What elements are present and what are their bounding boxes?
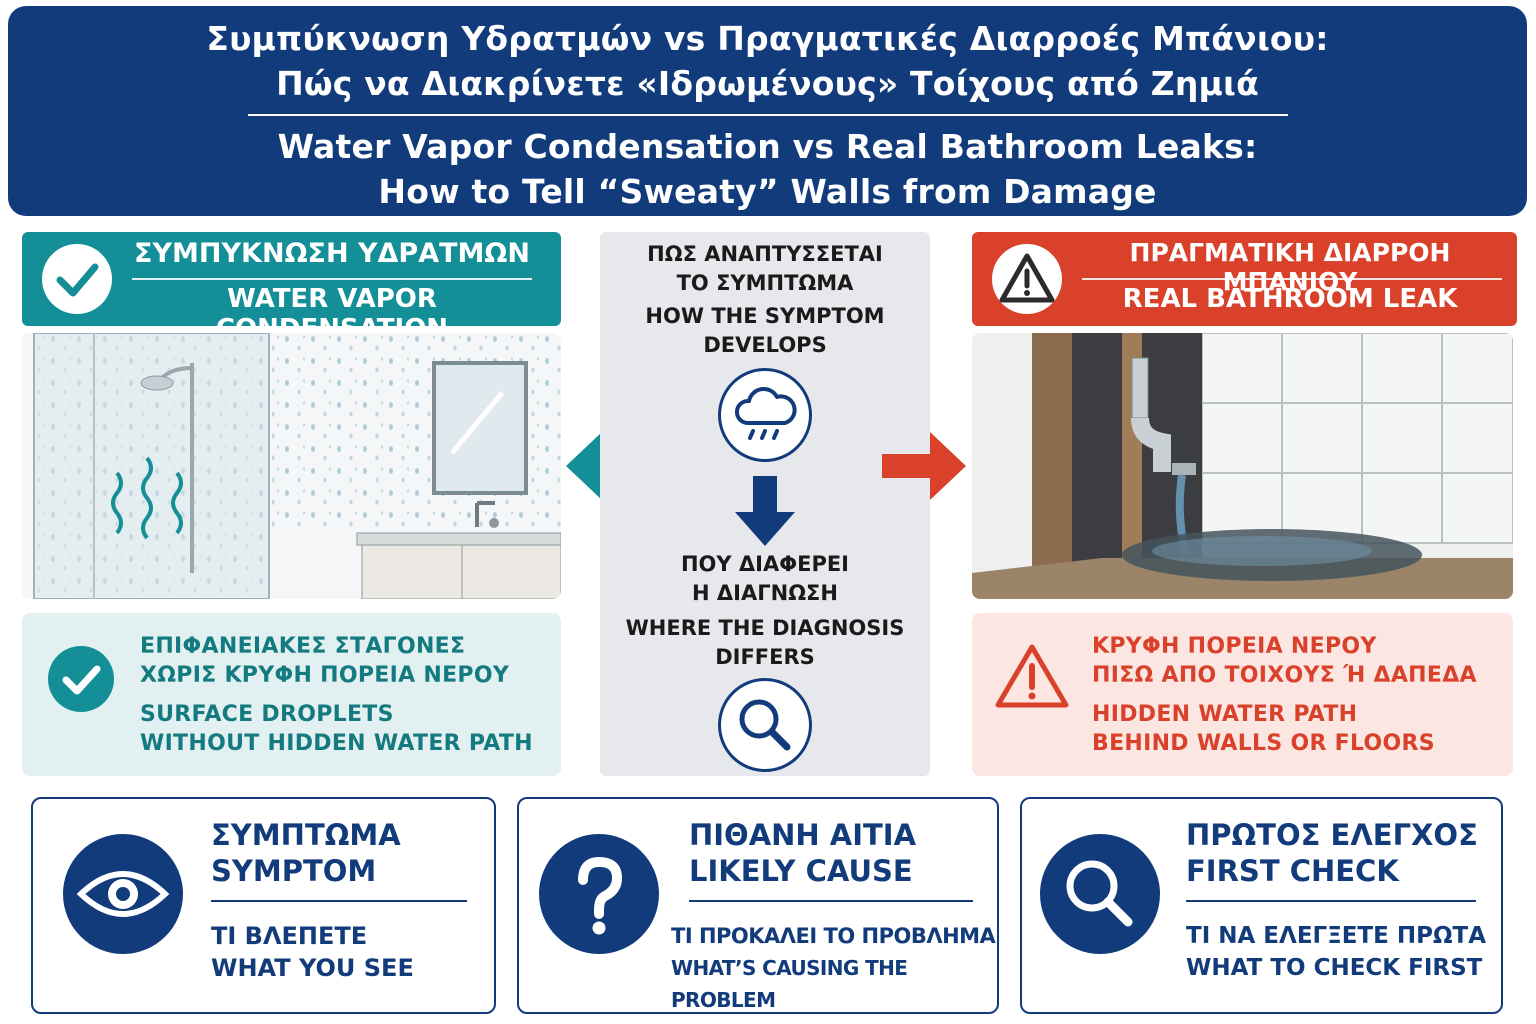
center-bottom-greek-1: ΠΟΥ ΔΙΑΦΕΡΕΙ bbox=[680, 552, 849, 576]
leak-info-greek-2: ΠΙΣΩ ΑΠΟ ΤΟΙΧΟΥΣ Ή ΔΑΠΕΔΑ bbox=[1092, 663, 1477, 688]
condensation-info-box: ΕΠΙΦΑΝΕΙΑΚΕΣ ΣΤΑΓΟΝΕΣ ΧΩΡΙΣ ΚΡΥΦΗ ΠΟΡΕΙΑ… bbox=[22, 613, 561, 776]
cause-sub-greek: ΤΙ ΠΡΟΚΑΛΕΙ ΤΟ ΠΡΟΒΛΗΜΑ bbox=[671, 924, 996, 948]
center-top-english-1: HOW THE SYMPTOM bbox=[645, 304, 885, 328]
check-icon bbox=[56, 263, 99, 297]
warning-badge bbox=[992, 244, 1062, 314]
check-divider bbox=[1186, 900, 1476, 902]
down-arrow-icon bbox=[735, 476, 795, 546]
red-arrow-right-icon bbox=[882, 432, 966, 500]
condensation-header-english: WATER VAPOR CONDENSATION bbox=[215, 284, 449, 344]
leak-header-divider bbox=[1082, 278, 1502, 280]
cause-title-greek: ΠΙΘΑΝΗ ΑΙΤΙΑ bbox=[689, 818, 917, 852]
center-top-greek-2: ΤΟ ΣΥΜΠΤΩΜΑ bbox=[676, 271, 854, 295]
magnifier-badge bbox=[718, 678, 812, 772]
cause-sub-english: WHAT’S CAUSING THE PROBLEM bbox=[671, 956, 908, 1012]
leak-info-english-2: BEHIND WALLS OR FLOORS bbox=[1092, 731, 1435, 756]
magnifier-icon bbox=[1066, 860, 1133, 927]
title-divider bbox=[248, 114, 1288, 116]
eye-icon bbox=[76, 871, 170, 917]
symptom-title-english: SYMPTOM bbox=[211, 854, 377, 888]
question-badge bbox=[539, 834, 659, 954]
eye-badge bbox=[63, 834, 183, 954]
leak-header-english: REAL BATHROOM LEAK bbox=[1122, 284, 1458, 314]
warning-icon bbox=[995, 644, 1069, 708]
condensation-info-greek-1: ΕΠΙΦΑΝΕΙΑΚΕΣ ΣΤΑΓΟΝΕΣ bbox=[140, 634, 466, 659]
question-mark-icon bbox=[578, 856, 623, 935]
leak-header-greek: ΠΡΑΓΜΑΤΙΚΗ ΔΙΑΡΡΟΗ ΜΠΑΝΙΟΥ bbox=[1129, 238, 1451, 296]
title-english-line-2: How to Tell “Sweaty” Walls from Damage bbox=[378, 172, 1157, 211]
warning-icon bbox=[999, 253, 1055, 303]
leak-illustration bbox=[972, 333, 1513, 599]
check-icon bbox=[62, 665, 101, 695]
condensation-info-greek-2: ΧΩΡΙΣ ΚΡΥΦΗ ΠΟΡΕΙΑ ΝΕΡΟΥ bbox=[140, 663, 510, 688]
check-title-greek: ΠΡΩΤΟΣ ΕΛΕΓΧΟΣ bbox=[1186, 818, 1478, 852]
magnifier-badge bbox=[1040, 834, 1160, 954]
title-greek-line-1: Συμπύκνωση Υδρατμών vs Πραγματικές Διαρρ… bbox=[206, 19, 1329, 58]
likely-cause-card: ΠΙΘΑΝΗ ΑΙΤΙΑ LIKELY CAUSE ΤΙ ΠΡΟΚΑΛΕΙ ΤΟ… bbox=[517, 797, 999, 1014]
symptom-divider bbox=[211, 900, 467, 902]
leak-info-box: ΚΡΥΦΗ ΠΟΡΕΙΑ ΝΕΡΟΥ ΠΙΣΩ ΑΠΟ ΤΟΙΧΟΥΣ Ή ΔΑ… bbox=[972, 613, 1513, 776]
condensation-header: ΣΥΜΠΥΚΝΩΣΗ ΥΔΡΑΤΜΩΝ WATER VAPOR CONDENSA… bbox=[22, 232, 561, 344]
center-bottom-english-1: WHERE THE DIAGNOSIS bbox=[625, 616, 905, 640]
title-banner: Συμπύκνωση Υδρατμών vs Πραγματικές Διαρρ… bbox=[8, 6, 1527, 216]
cause-divider bbox=[689, 900, 973, 902]
cause-title-english: LIKELY CAUSE bbox=[689, 854, 913, 888]
title-greek-line-2: Πώς να Διακρίνετε «Ιδρωμένους» Τοίχους α… bbox=[276, 64, 1259, 103]
rain-cloud-badge bbox=[718, 368, 812, 462]
symptom-title-greek: ΣΥΜΠΤΩΜΑ bbox=[211, 818, 401, 852]
leak-info-english-1: HIDDEN WATER PATH bbox=[1092, 702, 1358, 727]
title-english-line-1: Water Vapor Condensation vs Real Bathroo… bbox=[277, 127, 1258, 166]
condensation-header-divider bbox=[132, 278, 532, 280]
condensation-header-greek: ΣΥΜΠΥΚΝΩΣΗ ΥΔΡΑΤΜΩΝ bbox=[134, 238, 530, 269]
symptom-sub-greek: ΤΙ ΒΛΕΠΕΤΕ bbox=[211, 922, 368, 950]
center-top-english-2: DEVELOPS bbox=[703, 333, 827, 357]
center-top-greek-1: ΠΩΣ ΑΝΑΠΤΥΣΣΕΤΑΙ bbox=[647, 242, 883, 266]
leak-info-greek-1: ΚΡΥΦΗ ΠΟΡΕΙΑ ΝΕΡΟΥ bbox=[1092, 634, 1377, 659]
leak-header: ΠΡΑΓΜΑΤΙΚΗ ΔΙΑΡΡΟΗ ΜΠΑΝΙΟΥ REAL BATHROOM… bbox=[972, 232, 1517, 326]
check-sub-greek: ΤΙ ΝΑ ΕΛΕΓΞΕΤΕ ΠΡΩΤΑ bbox=[1186, 923, 1486, 949]
condensation-illustration bbox=[22, 333, 561, 599]
check-title-english: FIRST CHECK bbox=[1186, 854, 1399, 888]
condensation-info-english-1: SURFACE DROPLETS bbox=[140, 702, 394, 727]
symptom-card: ΣΥΜΠΤΩΜΑ SYMPTOM ΤΙ ΒΛΕΠΕΤΕ WHAT YOU SEE bbox=[31, 797, 496, 1014]
check-sub-english: WHAT TO CHECK FIRST bbox=[1186, 955, 1483, 981]
condensation-info-english-2: WITHOUT HIDDEN WATER PATH bbox=[140, 731, 533, 756]
first-check-card: ΠΡΩΤΟΣ ΕΛΕΓΧΟΣ FIRST CHECK ΤΙ ΝΑ ΕΛΕΓΞΕΤ… bbox=[1020, 797, 1503, 1014]
symptom-sub-english: WHAT YOU SEE bbox=[211, 954, 414, 982]
center-bottom-english-2: DIFFERS bbox=[715, 645, 815, 669]
rain-cloud-icon bbox=[734, 386, 797, 440]
check-circle bbox=[48, 646, 114, 712]
center-explanation-panel: ΠΩΣ ΑΝΑΠΤΥΣΣΕΤΑΙ ΤΟ ΣΥΜΠΤΩΜΑ HOW THE SYM… bbox=[600, 232, 930, 776]
check-badge bbox=[42, 244, 112, 314]
steamy-bathroom-image bbox=[22, 333, 561, 599]
center-bottom-greek-2: Η ΔΙΑΓΝΩΣΗ bbox=[692, 581, 838, 605]
magnifier-icon bbox=[739, 699, 791, 751]
leaking-pipe-image bbox=[972, 333, 1513, 599]
